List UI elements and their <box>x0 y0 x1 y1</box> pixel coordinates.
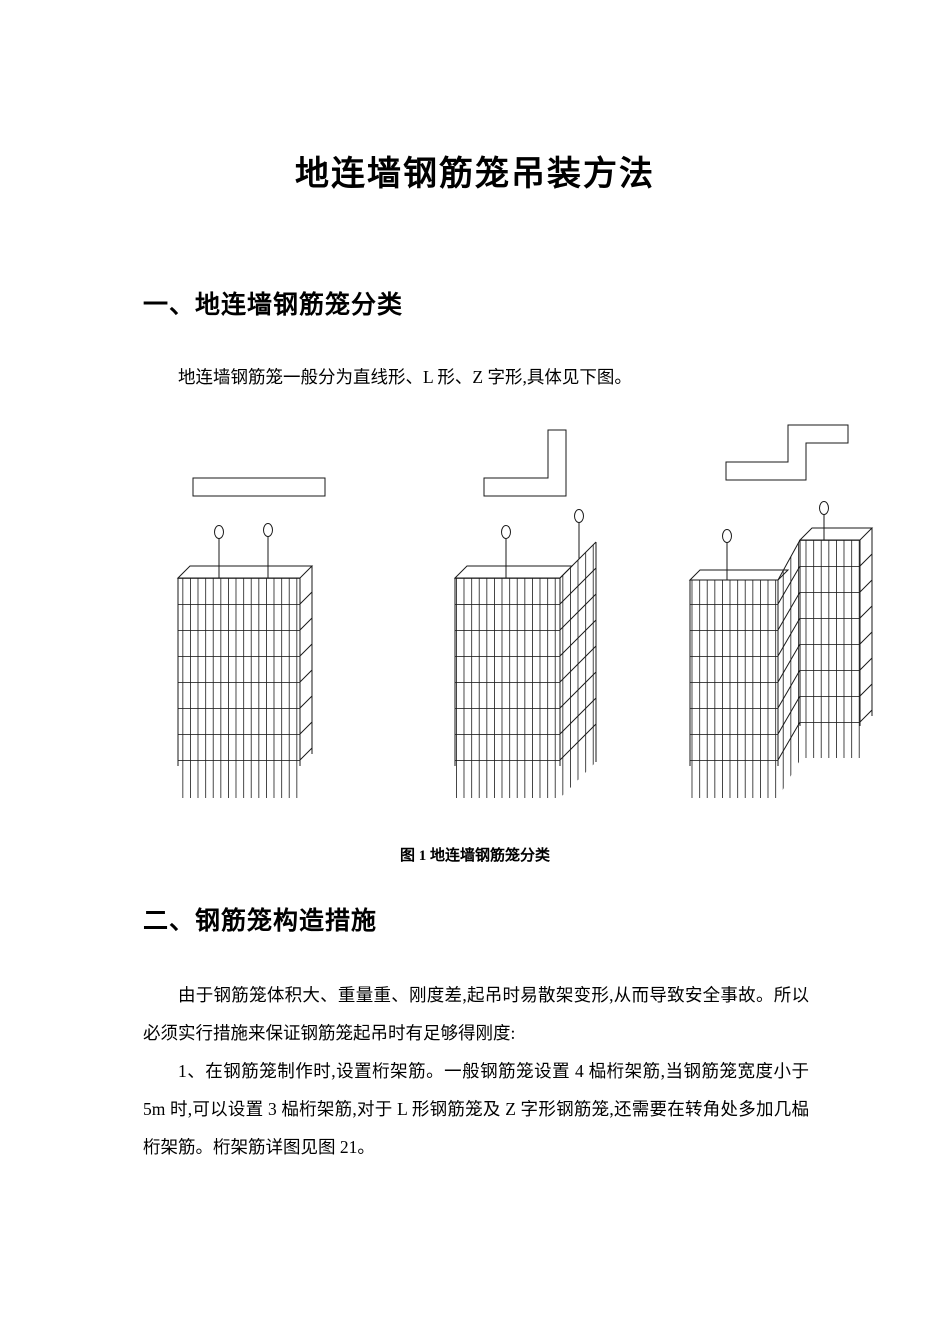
section-1-paragraphs: 地连墙钢筋笼一般分为直线形、L 形、Z 字形,具体见下图。 <box>143 358 809 396</box>
l-shape-cage-diagram <box>453 429 597 798</box>
figure-1-diagram <box>176 424 874 798</box>
z-shape-cage-diagram <box>688 424 874 798</box>
lifting-loop-icon <box>819 501 829 540</box>
section-2-heading: 二、钢筋笼构造措施 <box>143 908 378 935</box>
document-title: 地连墙钢筋笼吊装方法 <box>295 156 655 193</box>
lifting-loop-icon <box>214 525 224 578</box>
body-paragraph: 地连墙钢筋笼一般分为直线形、L 形、Z 字形,具体见下图。 <box>178 367 632 387</box>
figure-1-caption: 图 1 地连墙钢筋笼分类 <box>399 848 550 864</box>
l-shape-plan-view <box>483 429 567 497</box>
z-shape-plan-view <box>725 424 849 481</box>
lifting-loop-icon <box>574 509 584 559</box>
straight-cage-plan-view <box>192 477 326 497</box>
section-2-paragraphs: 由于钢筋笼体积大、重量重、刚度差,起吊时易散架变形,从而导致安全事故。所以必须实… <box>143 976 809 1166</box>
lifting-loop-icon <box>501 525 511 578</box>
body-paragraph: 1、在钢筋笼制作时,设置桁架筋。一般钢筋笼设置 4 榀桁架筋,当钢筋笼宽度小于 … <box>143 1061 809 1157</box>
straight-cage-diagram <box>176 477 326 798</box>
lifting-loop-icon <box>722 529 732 580</box>
lifting-loop-icon <box>263 523 273 578</box>
body-paragraph: 由于钢筋笼体积大、重量重、刚度差,起吊时易散架变形,从而导致安全事故。所以必须实… <box>143 985 809 1043</box>
section-1-heading: 一、地连墙钢筋笼分类 <box>143 292 404 319</box>
